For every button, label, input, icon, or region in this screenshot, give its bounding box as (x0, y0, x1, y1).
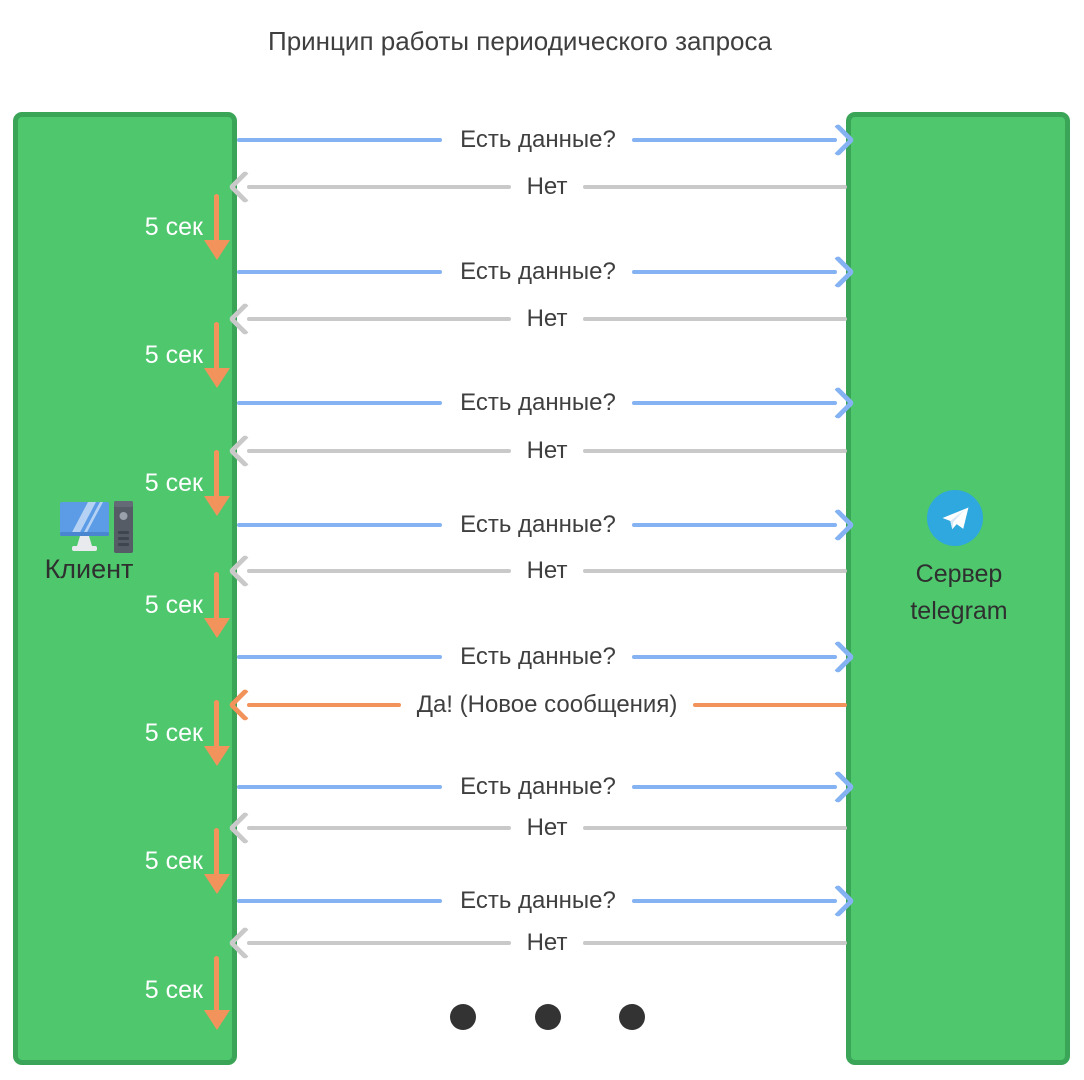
request-line (237, 655, 443, 659)
response-row-3: Нет (228, 433, 847, 469)
response-line (247, 826, 511, 830)
arrow-down-icon (204, 700, 230, 766)
response-line (693, 703, 848, 707)
server-label: Сервер telegram (867, 556, 1051, 630)
response-label: Нет (526, 929, 568, 956)
request-line (631, 270, 837, 274)
interval-label-4: 5 сек (144, 591, 203, 619)
arrow-down-icon (204, 322, 230, 388)
response-row-5-data: Да! (Новое сообщения) (228, 687, 848, 723)
response-label: Нет (526, 173, 568, 200)
response-line (583, 449, 847, 453)
request-row-4: Есть данные? (237, 507, 855, 543)
arrow-down-icon (204, 572, 230, 638)
response-label: Нет (526, 437, 568, 464)
response-label: Да! (Новое сообщения) (416, 691, 678, 718)
client-panel (13, 112, 237, 1065)
request-row-6: Есть данные? (237, 769, 855, 805)
request-label: Есть данные? (460, 887, 616, 914)
response-line (247, 185, 511, 189)
request-label: Есть данные? (460, 389, 616, 416)
request-row-3: Есть данные? (237, 385, 855, 421)
response-row-6: Нет (228, 810, 847, 846)
response-row-2: Нет (228, 301, 847, 337)
response-line (583, 941, 847, 945)
request-label: Есть данные? (460, 643, 616, 670)
request-label: Есть данные? (460, 258, 616, 285)
request-line (237, 785, 443, 789)
response-line (583, 185, 847, 189)
ellipsis-dot-2 (535, 1004, 561, 1030)
arrow-down-icon (204, 450, 230, 516)
response-label: Нет (526, 814, 568, 841)
request-label: Есть данные? (460, 773, 616, 800)
request-line (631, 401, 837, 405)
request-row-2: Есть данные? (237, 254, 855, 290)
desktop-computer-icon (58, 501, 136, 558)
request-row-1: Есть данные? (237, 122, 855, 158)
request-row-7: Есть данные? (237, 883, 855, 919)
interval-label-3: 5 сек (144, 469, 203, 497)
request-row-5: Есть данные? (237, 639, 855, 675)
response-row-1: Нет (228, 169, 847, 205)
response-row-4: Нет (228, 553, 847, 589)
request-line (631, 785, 837, 789)
arrow-down-icon (204, 828, 230, 894)
request-line (631, 523, 837, 527)
request-label: Есть данные? (460, 511, 616, 538)
response-line (583, 826, 847, 830)
interval-label-7: 5 сек (144, 976, 203, 1004)
telegram-plane-icon (927, 490, 983, 546)
response-line (247, 941, 511, 945)
arrow-down-icon (204, 956, 230, 1030)
diagram-title: Принцип работы периодического запроса (268, 26, 772, 56)
response-label: Нет (526, 557, 568, 584)
server-panel (846, 112, 1070, 1065)
ellipsis-dot-1 (450, 1004, 476, 1030)
response-label: Нет (526, 305, 568, 332)
server-label-line1: Сервер (915, 560, 1003, 588)
response-line (247, 703, 401, 707)
ellipsis-dot-3 (619, 1004, 645, 1030)
response-line (583, 569, 847, 573)
arrow-down-icon (204, 194, 230, 260)
interval-label-6: 5 сек (144, 847, 203, 875)
response-row-7: Нет (228, 925, 847, 961)
request-label: Есть данные? (460, 126, 616, 153)
request-line (631, 138, 837, 142)
request-line (237, 401, 443, 405)
interval-label-5: 5 сек (144, 719, 203, 747)
response-line (583, 317, 847, 321)
interval-label-2: 5 сек (144, 341, 203, 369)
client-label: Клиент (44, 554, 134, 584)
interval-label-1: 5 сек (144, 213, 203, 241)
response-line (247, 317, 511, 321)
request-line (237, 899, 443, 903)
request-line (237, 270, 443, 274)
request-line (631, 655, 837, 659)
response-line (247, 569, 511, 573)
request-line (631, 899, 837, 903)
server-label-line2: telegram (910, 597, 1008, 625)
request-line (237, 523, 443, 527)
request-line (237, 138, 443, 142)
response-line (247, 449, 511, 453)
